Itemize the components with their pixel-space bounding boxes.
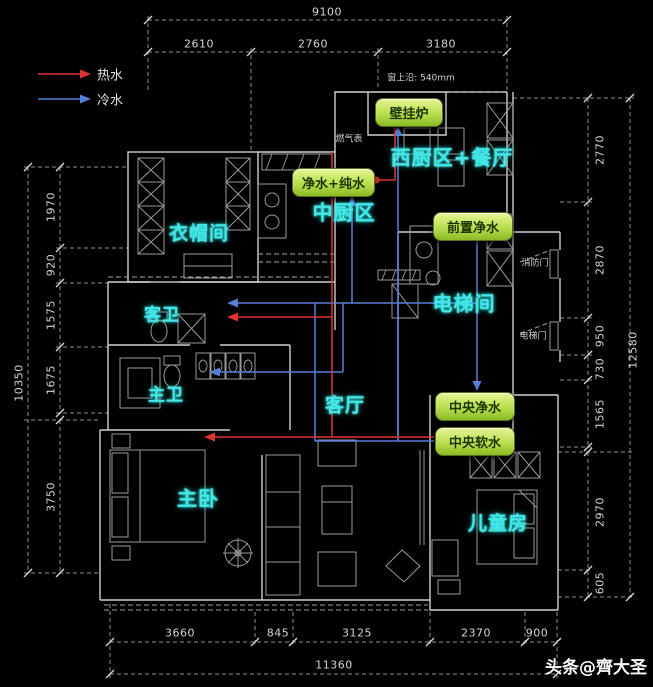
annotation-fire-door: 消防门 [521,258,549,269]
equipment-wall-boiler: 壁挂炉 [375,98,443,127]
dim-right-seg-6: 2970 [593,497,607,527]
dim-bottom-seg-2: 845 [266,626,290,640]
dim-right-seg-7: 605 [593,571,607,595]
dim-right-total: 12580 [626,331,640,369]
dim-left-seg-3: 1575 [44,300,58,330]
dim-left-total: 10350 [12,364,26,402]
equipment-purifier-pure-water: 净水+纯水 [292,168,375,197]
dim-bottom-seg-4: 2370 [461,626,491,640]
room-label-chinese-kitchen: 中厨区 [312,200,376,225]
room-label-cloakroom: 衣帽间 [168,222,230,245]
equipment-pre-filter: 前置净水 [433,212,513,241]
dim-bottom-seg-3: 3125 [342,626,372,640]
dimension-ticks [23,15,635,679]
dim-right-seg-4: 730 [593,357,607,381]
dim-right-seg-3: 950 [593,324,607,348]
furniture [109,102,559,596]
room-label-living-room: 客厅 [324,394,366,417]
dim-right-seg-2: 2870 [593,245,607,275]
dim-top-seg-2: 2760 [298,37,328,51]
room-label-kids-room: 儿童房 [467,512,529,535]
annotation-gas-meter: 燃气表 [335,134,363,145]
dim-left-seg-5: 3750 [44,482,58,512]
hot-water-pipes [38,73,434,438]
cold-water-pipes [38,98,478,442]
annotation-elevator-door: 电梯门 [519,331,547,342]
equipment-central-water-softener: 中央软水 [435,427,515,456]
dim-bottom-seg-5: 900 [525,626,549,640]
windows [104,91,549,611]
dim-top-total: 9100 [312,5,342,19]
room-label-guest-bathroom: 客卫 [144,305,180,326]
room-label-master-bathroom: 主卫 [148,385,184,406]
dim-bottom-seg-1: 3660 [165,626,195,640]
dim-top-seg-1: 2610 [184,37,214,51]
watermark-text: 头条@齊大圣 [545,658,647,678]
equipment-central-water-purifier: 中央净水 [435,392,515,421]
annotation-window-top: 窗上沿: 540mm [387,73,455,84]
room-label-master-bedroom: 主卧 [177,486,219,511]
dim-left-seg-1: 1970 [44,192,58,222]
room-label-elevator-hall: 电梯间 [432,291,496,316]
dim-top-seg-3: 3180 [426,37,456,51]
room-label-west-kitchen-dining: 西厨区+餐厅 [390,145,514,170]
dim-right-seg-5: 1565 [593,399,607,429]
legend-cold-water-label: 冷水 [97,93,124,109]
dim-left-seg-4: 1675 [44,365,58,395]
cold-water-arrows [80,94,482,391]
legend-hot-water-label: 热水 [97,68,124,84]
dimension-lines [24,16,634,678]
dim-bottom-total: 11360 [315,658,353,672]
dim-right-seg-1: 2770 [593,135,607,165]
dim-left-seg-2: 920 [44,253,58,277]
